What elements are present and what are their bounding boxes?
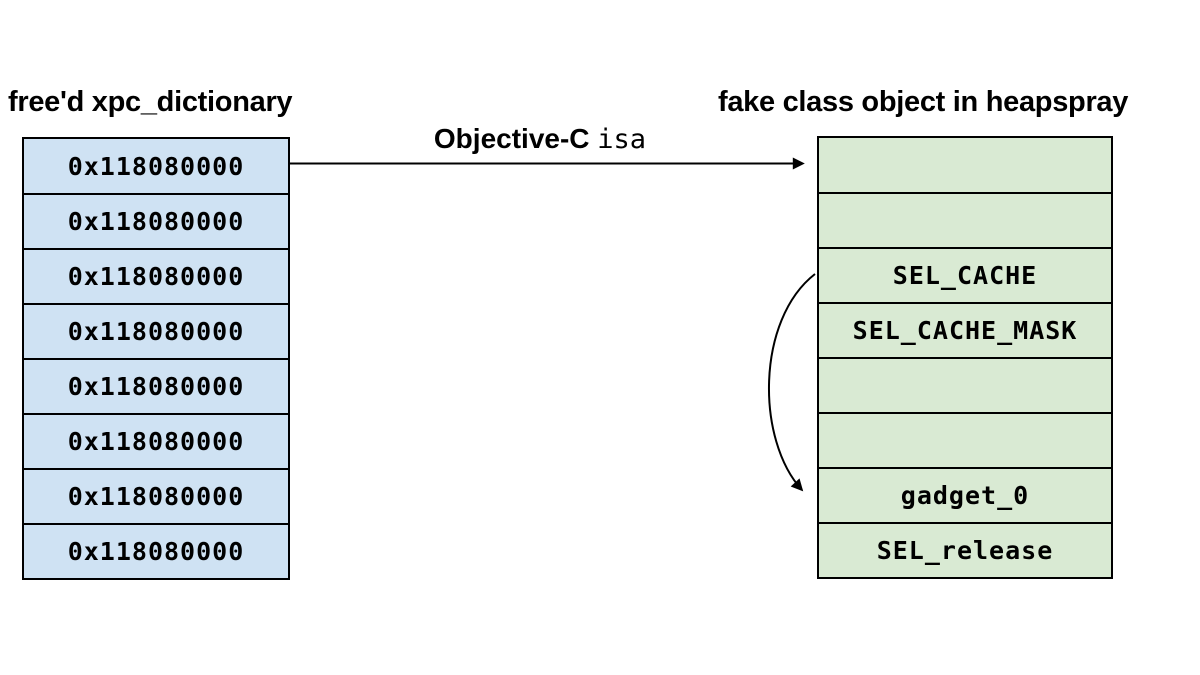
memory-cell <box>819 357 1111 412</box>
fake-class-object-table: SEL_CACHE SEL_CACHE_MASK gadget_0 SEL_re… <box>817 136 1113 579</box>
memory-cell: 0x118080000 <box>24 413 288 468</box>
freed-xpc-dictionary-table: 0x118080000 0x118080000 0x118080000 0x11… <box>22 137 290 580</box>
memory-cell: 0x118080000 <box>24 468 288 523</box>
memory-cell: 0x118080000 <box>24 303 288 358</box>
memory-cell: SEL_CACHE_MASK <box>819 302 1111 357</box>
memory-cell: SEL_release <box>819 522 1111 577</box>
right-table-title: fake class object in heapspray <box>718 86 1129 118</box>
memory-cell: 0x118080000 <box>67 151 245 181</box>
memory-cell: 0x118080000 <box>24 523 288 578</box>
memory-cell: 0x118080000 <box>24 248 288 303</box>
memory-cell: gadget_0 <box>819 467 1111 522</box>
memory-cell <box>819 138 1111 192</box>
memory-cell: 0x118080000 <box>24 193 288 248</box>
left-table-title: free'd xpc_dictionary <box>8 86 293 118</box>
memory-cell <box>819 192 1111 247</box>
isa-arrow-label: Objective-C isa <box>400 123 680 155</box>
memory-cell: 0x118080000 <box>24 358 288 413</box>
isa-arrow-label-bold: Objective-C <box>433 123 590 154</box>
sel-cache-to-gadget-arrow <box>767 273 816 492</box>
memory-cell <box>819 412 1111 467</box>
memory-cell: SEL_CACHE <box>819 247 1111 302</box>
isa-arrow-label-mono: isa <box>597 124 647 155</box>
